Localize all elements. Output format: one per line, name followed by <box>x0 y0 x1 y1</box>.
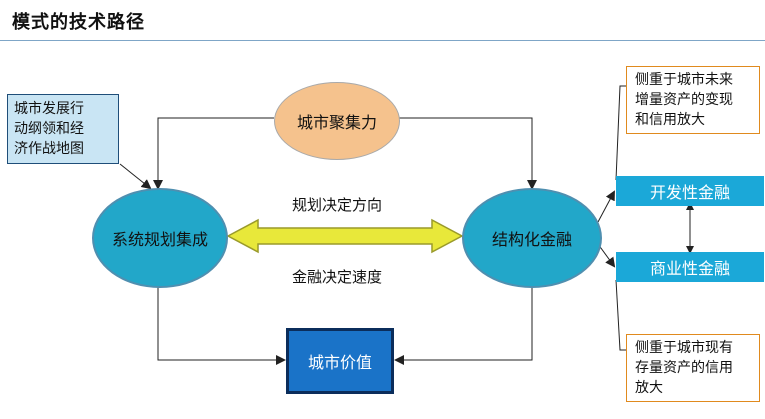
page-title: 模式的技术路径 <box>12 12 145 33</box>
node-top-label: 城市聚集力 <box>296 113 377 132</box>
right-bottom-note-line-2: 存量资产的信用 <box>635 360 733 376</box>
double-arrow <box>226 218 464 254</box>
left-note-line-3: 济作战地图 <box>14 141 84 157</box>
right-top-note-line-1: 侧重于城市未来 <box>635 72 733 88</box>
finance-bar-development: 开发性金融 <box>616 176 764 206</box>
finance-bar-development-label: 开发性金融 <box>649 183 730 202</box>
node-top-oval: 城市聚集力 <box>274 82 400 160</box>
left-note-line-1: 城市发展行 <box>14 101 84 117</box>
title-divider <box>0 40 765 41</box>
right-top-note-line-2: 增量资产的变现 <box>635 92 733 108</box>
right-top-note: 侧重于城市未来 增量资产的变现 和信用放大 <box>626 66 760 134</box>
node-right-label: 结构化金融 <box>491 230 572 249</box>
center-upper-label: 规划决定方向 <box>292 196 383 214</box>
center-lower-label: 金融决定速度 <box>292 268 383 286</box>
left-note: 城市发展行 动纲领和经 济作战地图 <box>7 94 119 164</box>
node-bottom-box: 城市价值 <box>286 328 394 394</box>
node-left-label: 系统规划集成 <box>111 230 208 249</box>
node-right-oval: 结构化金融 <box>462 188 602 288</box>
finance-bar-commercial: 商业性金融 <box>616 252 764 282</box>
right-top-note-line-3: 和信用放大 <box>635 112 705 128</box>
left-note-line-2: 动纲领和经 <box>14 121 84 137</box>
right-bottom-note: 侧重于城市现有 存量资产的信用 放大 <box>626 334 760 402</box>
finance-bar-commercial-label: 商业性金融 <box>649 259 730 278</box>
node-left-oval: 系统规划集成 <box>92 188 228 288</box>
right-bottom-note-line-3: 放大 <box>635 380 663 396</box>
right-bottom-note-line-1: 侧重于城市现有 <box>635 340 733 356</box>
node-bottom-label: 城市价值 <box>307 353 372 372</box>
